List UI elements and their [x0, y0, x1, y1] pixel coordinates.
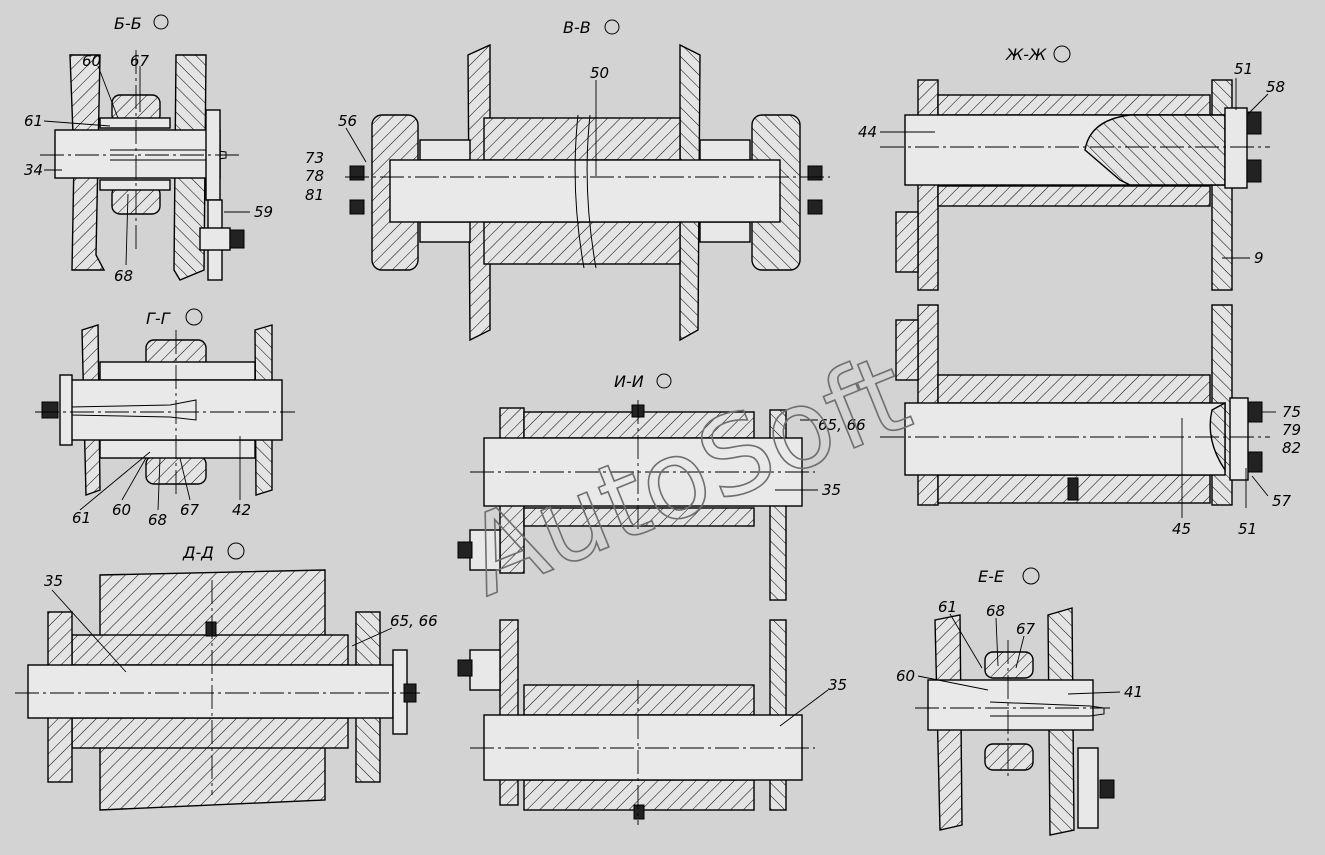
callout-bb-60: 60 — [82, 52, 101, 70]
section-ii — [457, 400, 815, 601]
section-ii-bottom — [457, 619, 815, 825]
callout-vv-81: 81 — [305, 186, 324, 204]
section-zhzh-top — [880, 79, 1270, 291]
callout-ii-65-66: 65, 66 — [818, 416, 866, 434]
callout-dd-65-66: 65, 66 — [390, 612, 438, 630]
callout-zhzh-82: 82 — [1282, 439, 1301, 457]
callout-dd-35: 35 — [44, 572, 63, 590]
section-title-zhzh: Ж-Ж — [1005, 45, 1047, 64]
section-gg — [35, 324, 295, 496]
callout-vv-73: 73 — [305, 149, 324, 167]
callout-ee-61: 61 — [938, 598, 957, 616]
callout-zhzh-75: 75 — [1282, 403, 1301, 421]
callout-gg-67: 67 — [180, 501, 200, 519]
section-vv — [345, 43, 830, 342]
section-title-vv: В-В — [563, 18, 591, 37]
callout-bb-68: 68 — [114, 267, 133, 285]
callout-vv-78: 78 — [305, 167, 324, 185]
watermark-logo: AutoSoft — [449, 331, 926, 621]
callout-gg-61: 61 — [72, 509, 91, 527]
section-title-ii: И-И — [614, 372, 644, 391]
callout-ee-67: 67 — [1016, 620, 1036, 638]
callout-zhzh-51: 51 — [1234, 60, 1253, 78]
callout-vv-50: 50 — [590, 64, 609, 82]
callout-ii-bottom-35: 35 — [828, 676, 847, 694]
callout-zhzh-57: 57 — [1272, 492, 1292, 510]
callout-zhzh-58: 58 — [1266, 78, 1285, 96]
callout-gg-68: 68 — [148, 511, 167, 529]
callout-labels: 60 67 61 34 59 68 50 56 73 78 81 51 58 4… — [24, 52, 1301, 701]
section-bb — [40, 50, 245, 281]
callout-gg-60: 60 — [112, 501, 131, 519]
section-titles: Б-Б В-В Ж-Ж Г-Г И-И Д-Д Е-Е — [114, 14, 1071, 586]
callout-vv-56: 56 — [338, 112, 357, 130]
callout-zhzh-45: 45 — [1172, 520, 1191, 538]
callout-ii-35: 35 — [822, 481, 841, 499]
callout-ee-41: 41 — [1124, 683, 1143, 701]
callout-zhzh-44: 44 — [858, 123, 877, 141]
callout-zhzh-9: 9 — [1254, 249, 1264, 267]
section-title-ee: Е-Е — [978, 567, 1005, 586]
callout-bb-59: 59 — [254, 203, 273, 221]
section-ee — [915, 607, 1115, 836]
callout-bb-34: 34 — [24, 161, 43, 179]
callout-gg-42: 42 — [232, 501, 251, 519]
section-title-gg: Г-Г — [146, 309, 171, 328]
callout-zhzh-79: 79 — [1282, 421, 1301, 439]
section-title-dd: Д-Д — [182, 543, 214, 562]
section-zhzh-bottom — [880, 304, 1270, 506]
section-dd — [15, 569, 420, 811]
callout-ee-68: 68 — [986, 602, 1005, 620]
callout-bb-67: 67 — [130, 52, 150, 70]
callout-bb-61: 61 — [24, 112, 43, 130]
callout-ee-60: 60 — [896, 667, 915, 685]
leader-lines — [43, 65, 1276, 727]
section-title-bb: Б-Б — [114, 14, 142, 33]
callout-zhzh-51-bottom: 51 — [1238, 520, 1257, 538]
